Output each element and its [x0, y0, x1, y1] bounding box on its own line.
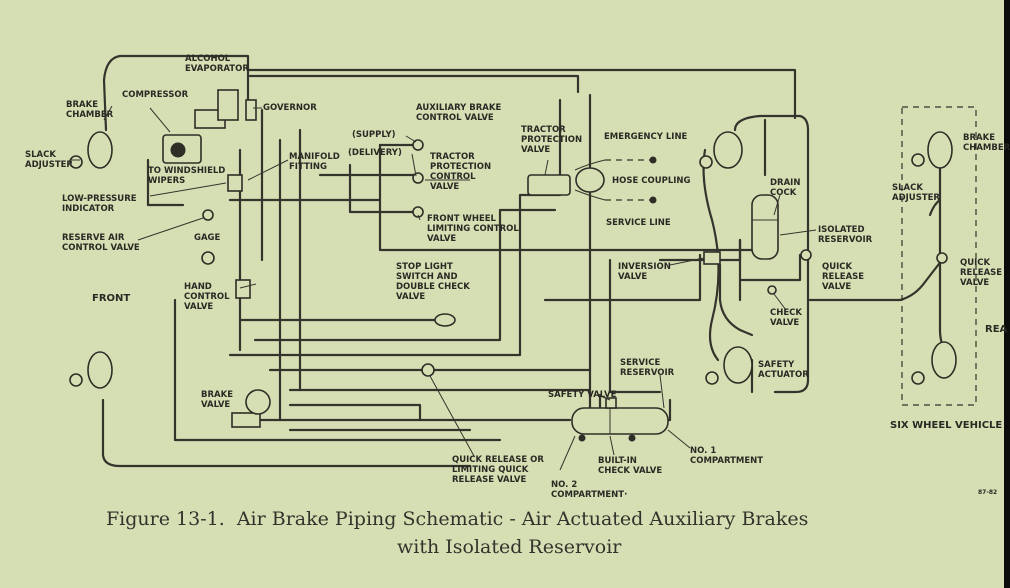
label-emergency-line: EMERGENCY LINE — [604, 132, 688, 142]
stop-light-switch — [434, 313, 456, 327]
label-supply: (SUPPLY) — [352, 130, 396, 140]
quick-release-valve-center — [800, 249, 812, 261]
gage — [201, 251, 215, 265]
manifold-fitting — [227, 174, 243, 192]
label-governor: GOVERNOR — [263, 103, 317, 113]
label-alcohol-evaporator: ALCOHOL EVAPORATOR — [185, 54, 249, 74]
label-slack-adjuster-right: SLACK ADJUSTER — [892, 183, 940, 203]
label-brake-valve: BRAKE VALVE — [201, 390, 233, 410]
tractor-protection-control-valve — [412, 172, 424, 184]
inversion-valve — [703, 251, 721, 265]
label-tractor-protection-valve: TRACTOR PROTECTION VALVE — [521, 125, 583, 155]
label-no1-compartment: NO. 1 COMPARTMENT — [690, 446, 764, 466]
label-quick-release-valve-right: QUICK RELEASE VALVE — [960, 258, 1003, 288]
governor — [245, 99, 257, 121]
label-front-wheel-limiting-control-valve: FRONT WHEEL LIMITING CONTROL VALVE — [427, 214, 519, 244]
brake-valve — [231, 412, 261, 428]
auxiliary-brake-control-valve — [412, 139, 424, 151]
isolated-reservoir — [751, 194, 779, 260]
label-figure-code: 87-82 — [978, 489, 998, 496]
label-manifold-fitting: MANIFOLD FITTING — [289, 152, 340, 172]
label-no2-compartment: NO. 2 COMPARTMENT· — [551, 480, 628, 500]
label-tractor-protection-control-valve: TRACTOR PROTECTION CONTROL VALVE — [430, 152, 492, 192]
label-service-reservoir: SERVICE RESERVOIR — [620, 358, 675, 378]
label-stop-light-switch: STOP LIGHT SWITCH AND DOUBLE CHECK VALVE — [396, 262, 470, 302]
label-compressor: COMPRESSOR — [122, 90, 189, 100]
brake-chamber-right — [927, 131, 953, 169]
safety-actuator — [723, 346, 753, 384]
label-brake-chamber-right: BRAKE CHAMBER — [963, 133, 1010, 153]
front-wheel-limiting-control-valve — [412, 206, 424, 218]
label-isolated-reservoir: ISOLATED RESERVOIR — [818, 225, 873, 245]
hand-control-valve — [235, 279, 251, 299]
leader-lines — [70, 105, 817, 471]
label-low-pressure-indicator: LOW-PRESSURE INDICATOR — [62, 194, 137, 214]
quick-release-valve-right — [936, 252, 948, 264]
label-hand-control-valve: HAND CONTROL VALVE — [184, 282, 230, 312]
label-front: FRONT — [92, 293, 131, 304]
label-safety-valve: SAFETY VALVE — [548, 390, 617, 400]
label-to-windshield-wipers: TO WINDSHIELD WIPERS — [148, 166, 226, 186]
components — [69, 89, 977, 442]
label-reserve-air-control-valve: RESERVE AIR CONTROL VALVE — [62, 233, 140, 253]
label-auxiliary-brake-control-valve: AUXILIARY BRAKE CONTROL VALVE — [416, 103, 502, 123]
label-hose-coupling: HOSE COUPLING — [612, 176, 691, 186]
label-drain-cock: DRAIN COCK — [770, 178, 801, 198]
label-inversion-valve: INVERSION VALVE — [618, 262, 671, 282]
label-delivery: (DELIVERY) — [348, 148, 402, 158]
brake-chamber-left — [87, 131, 113, 169]
tractor-protection-valve — [527, 174, 571, 196]
label-built-in-check-valve: BUILT-IN CHECK VALVE — [598, 456, 663, 476]
quick-release-limiting-valve — [421, 363, 435, 377]
figure-caption-line1: Figure 13-1. Air Brake Piping Schematic … — [106, 508, 809, 530]
hose-coupling — [575, 167, 605, 193]
label-gage: GAGE — [194, 233, 221, 243]
label-rear: REA — [985, 324, 1008, 335]
label-quick-release-valve-center: QUICK RELEASE VALVE — [822, 262, 865, 292]
label-quick-release-limiting: QUICK RELEASE OR LIMITING QUICK RELEASE … — [452, 455, 544, 485]
label-slack-adjuster-left: SLACK ADJUSTER — [25, 150, 73, 170]
six-wheel-vehicle-box — [901, 106, 977, 406]
label-six-wheel-vehicle: SIX WHEEL VEHICLE — [890, 420, 1003, 431]
check-valve — [767, 285, 777, 295]
label-check-valve: CHECK VALVE — [770, 308, 802, 328]
label-brake-chamber-left: BRAKE CHAMBER — [66, 100, 114, 120]
piping — [101, 54, 950, 468]
service-reservoir — [571, 407, 669, 435]
figure-caption-line2: with Isolated Reservoir — [397, 536, 622, 558]
label-safety-actuator: SAFETY ACTUATOR — [758, 360, 809, 380]
label-service-line: SERVICE LINE — [606, 218, 671, 228]
